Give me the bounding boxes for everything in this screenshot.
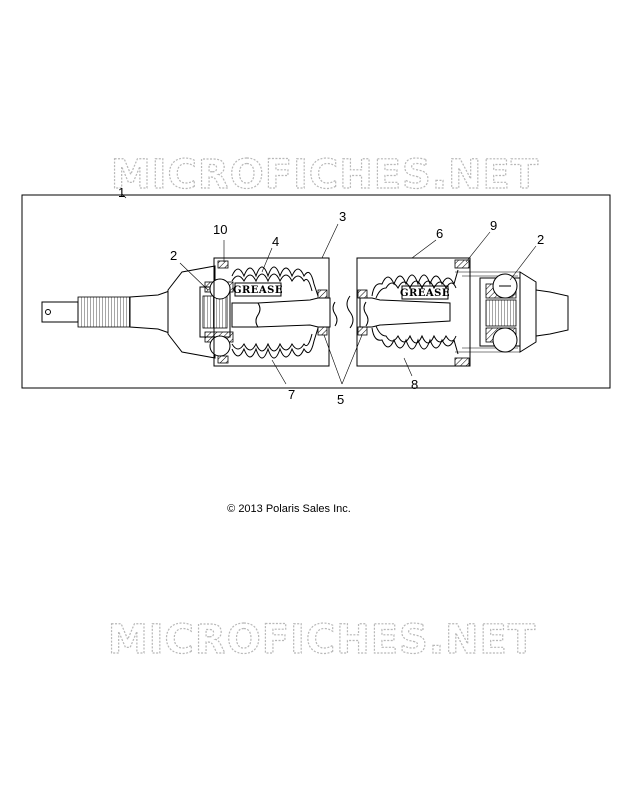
callout-4: 4	[272, 234, 279, 249]
callout-5: 5	[337, 392, 344, 407]
clamp-10	[217, 260, 229, 269]
callout-2-right: 2	[537, 232, 544, 247]
callout-6: 6	[436, 226, 443, 241]
copyright-text: © 2013 Polaris Sales Inc.	[227, 503, 351, 515]
left-stub-shaft	[41, 287, 179, 337]
grease-label-right: GREASE	[400, 288, 450, 299]
boot-right-bottom	[371, 327, 459, 355]
callout-3: 3	[339, 209, 346, 224]
grease-box-left	[234, 282, 282, 297]
cv-ball-left-top	[209, 278, 231, 300]
boot-right-top	[371, 269, 459, 297]
outer-cv-joint	[167, 265, 234, 359]
clamp-9-lower	[454, 357, 470, 367]
boot-kit-box-right	[356, 257, 471, 367]
inner-cv-joint	[455, 271, 569, 353]
grease-label-left: GREASE	[233, 285, 283, 296]
watermark-bottom: MICROFICHES.NET	[108, 617, 536, 663]
watermark-top: MICROFICHES.NET	[111, 152, 539, 198]
callout-2-left: 2	[170, 248, 177, 263]
assembly-frame	[21, 194, 611, 389]
callout-10: 10	[213, 222, 227, 237]
grease-box-right	[401, 285, 449, 300]
shaft-right	[359, 297, 451, 328]
cv-ball-left-bottom	[209, 335, 231, 357]
leader-lines	[121, 193, 537, 385]
boot-left-top	[231, 266, 319, 297]
clamp-10-lower	[217, 355, 229, 364]
snap-ring-left	[317, 289, 328, 299]
boot-left-bottom	[231, 327, 319, 359]
callout-1: 1	[118, 185, 125, 200]
callout-9: 9	[490, 218, 497, 233]
callout-8: 8	[411, 377, 418, 392]
cv-ball-right-bottom	[492, 327, 518, 353]
clamp-9	[454, 259, 470, 269]
callout-7: 7	[288, 387, 295, 402]
snap-ring-right	[357, 289, 368, 299]
